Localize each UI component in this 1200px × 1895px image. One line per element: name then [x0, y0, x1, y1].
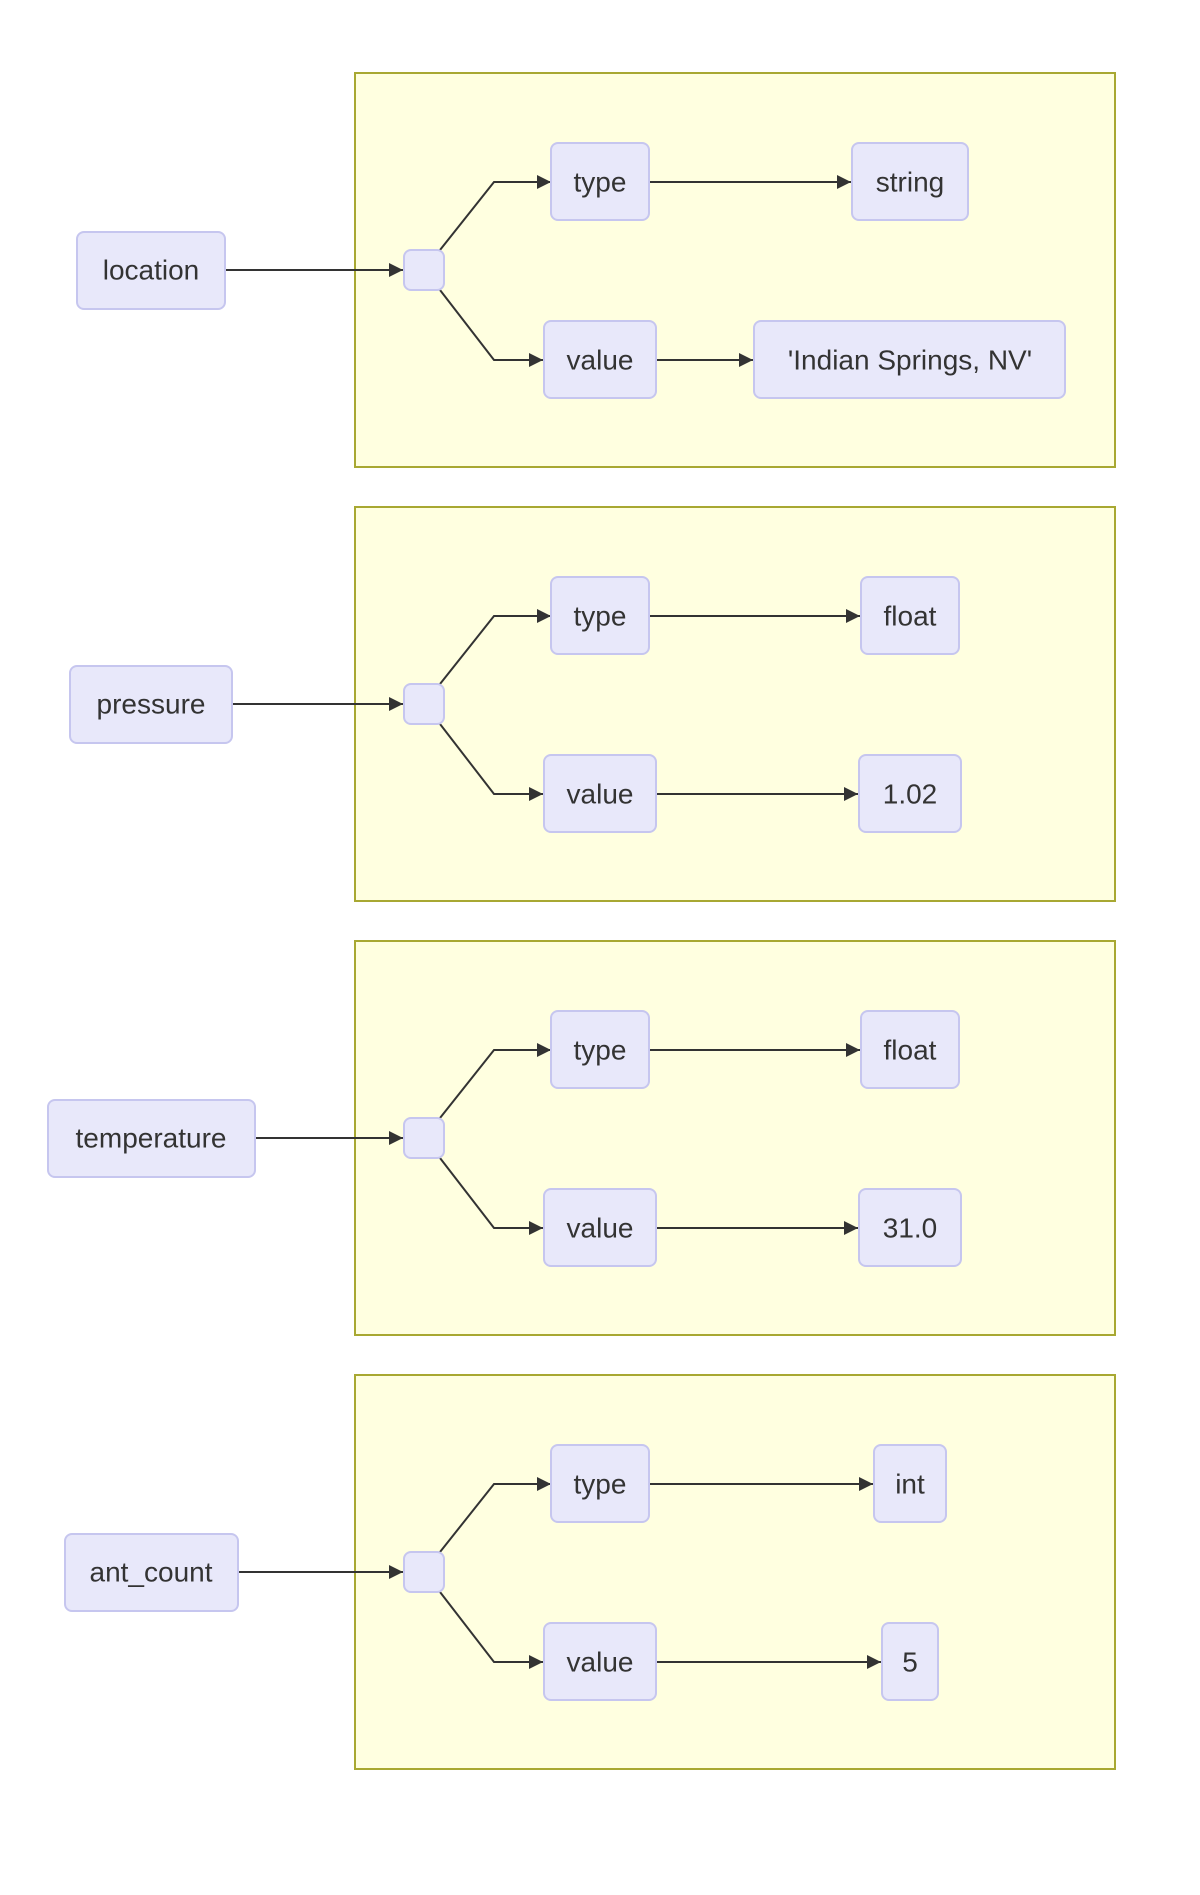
value-branch-edge: [439, 1591, 543, 1669]
type-branch-edge: [439, 1043, 551, 1119]
field-name-node: [64, 1533, 239, 1612]
value-node: [881, 1622, 939, 1701]
junction-node: [403, 683, 445, 725]
field-block-ant-count: ant_count type int value 5: [64, 1374, 1116, 1770]
value-key-label: value: [567, 1213, 634, 1244]
type-branch-edge: [439, 175, 551, 251]
field-name-node: [69, 665, 233, 744]
junction-node: [403, 249, 445, 291]
type-key-node: [550, 142, 650, 221]
type-value-node: [860, 576, 960, 655]
type-value-node: [851, 142, 969, 221]
field-group-box: [354, 506, 1116, 902]
type-value-label: string: [876, 167, 944, 198]
value-branch-edge: [439, 289, 543, 367]
type-value-label: float: [884, 601, 937, 632]
field-name-node: [47, 1099, 256, 1178]
value-key-node: [543, 1188, 657, 1267]
field-name-label: ant_count: [90, 1557, 213, 1588]
field-block-location: location type string value 'Indian Sprin…: [76, 72, 1116, 468]
field-name-node: [76, 231, 226, 310]
value-branch-edge: [439, 1157, 543, 1235]
value-node: [858, 754, 962, 833]
type-key-label: type: [574, 1035, 627, 1066]
field-name-label: temperature: [76, 1123, 227, 1154]
value-node: [753, 320, 1066, 399]
type-value-label: int: [895, 1469, 925, 1500]
field-block-temperature: temperature type float value 31.0: [47, 940, 1116, 1336]
type-key-node: [550, 1444, 650, 1523]
type-key-label: type: [574, 167, 627, 198]
type-value-label: float: [884, 1035, 937, 1066]
value-node: [858, 1188, 962, 1267]
type-value-node: [873, 1444, 947, 1523]
value-key-label: value: [567, 1647, 634, 1678]
value-key-label: value: [567, 779, 634, 810]
value-key-node: [543, 320, 657, 399]
value-label: 5: [902, 1647, 918, 1678]
junction-node: [403, 1551, 445, 1593]
field-group-box: [354, 72, 1116, 468]
type-key-label: type: [574, 1469, 627, 1500]
type-key-node: [550, 576, 650, 655]
type-branch-edge: [439, 1477, 551, 1553]
field-name-label: pressure: [97, 689, 206, 720]
field-block-pressure: pressure type float value 1.02: [69, 506, 1116, 902]
value-key-label: value: [567, 345, 634, 376]
type-value-node: [860, 1010, 960, 1089]
value-label: 1.02: [883, 779, 938, 810]
value-key-node: [543, 754, 657, 833]
field-group-box: [354, 940, 1116, 1336]
value-branch-edge: [439, 723, 543, 801]
type-key-node: [550, 1010, 650, 1089]
field-name-label: location: [103, 255, 200, 286]
type-key-label: type: [574, 601, 627, 632]
type-branch-edge: [439, 609, 551, 685]
value-label: 'Indian Springs, NV': [788, 345, 1032, 376]
junction-node: [403, 1117, 445, 1159]
field-group-box: [354, 1374, 1116, 1770]
value-label: 31.0: [883, 1213, 938, 1244]
value-key-node: [543, 1622, 657, 1701]
